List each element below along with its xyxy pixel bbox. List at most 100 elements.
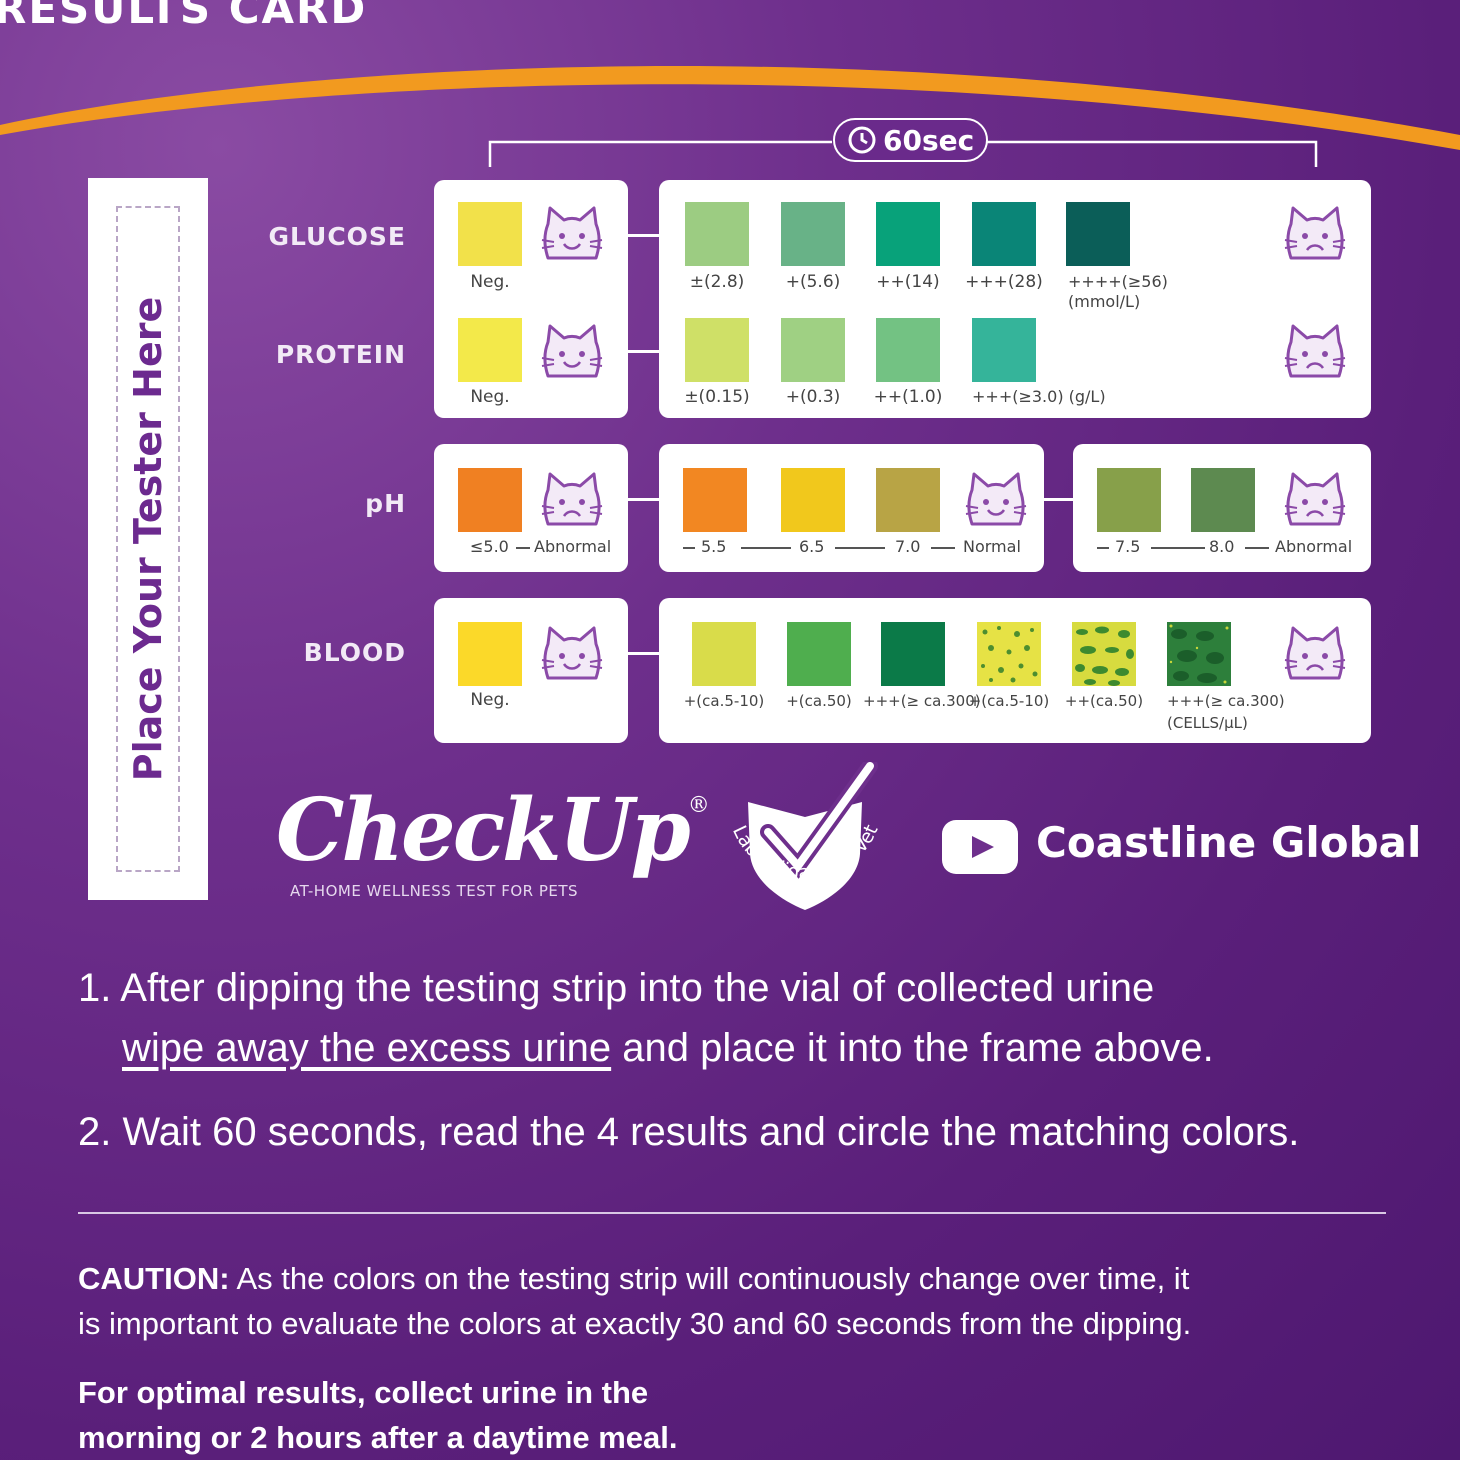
blood-pos-card: +(ca.5-10) +(ca.50) +++(≥ ca.300) +(ca.5… <box>659 598 1371 743</box>
lab-validated-seal-icon: Lab Validated & Vet Approved <box>710 762 885 910</box>
checkup-logo: CheckUp® <box>276 780 710 881</box>
timer-badge: 60sec <box>833 118 989 162</box>
glucose-swatch-5 <box>1066 202 1130 266</box>
instruction-step-1-line-2: wipe away the excess urine and place it … <box>122 1026 1214 1071</box>
ph-line <box>683 547 695 549</box>
ph-line <box>1245 547 1269 549</box>
blood-spotted-swatch-2 <box>1072 622 1136 686</box>
tester-frame: Place Your Tester Here <box>88 178 208 900</box>
ph-line <box>835 547 885 549</box>
blood-swatch-3 <box>881 622 945 686</box>
ph-value: 6.5 <box>799 537 825 556</box>
ph-low-swatch <box>458 468 522 532</box>
blood-level-label: +(ca.50) <box>786 692 852 710</box>
sad-cat-icon <box>1283 324 1347 380</box>
ph-line <box>931 547 955 549</box>
ph-line <box>741 547 791 549</box>
connector <box>628 652 660 655</box>
glucose-level-label: +++(28) <box>965 272 1043 292</box>
glucose-level-label: +(5.6) <box>785 272 841 292</box>
glucose-protein-neg-card: Neg. Neg. <box>434 180 628 418</box>
ph-swatch-5.5 <box>683 468 747 532</box>
optimal-tip: For optimal results, collect urine in th… <box>78 1370 678 1460</box>
happy-cat-icon <box>540 626 604 682</box>
caution-line-1: As the colors on the testing strip will … <box>229 1261 1190 1296</box>
timer-bracket <box>488 140 1318 167</box>
happy-cat-icon <box>964 472 1028 528</box>
checkup-tagline: AT-HOME WELLNESS TEST FOR PETS <box>290 882 579 900</box>
protein-neg-label: Neg. <box>470 387 510 407</box>
caution-label: CAUTION: <box>78 1261 230 1296</box>
ph-line <box>1151 547 1205 549</box>
glucose-swatch-1 <box>685 202 749 266</box>
instruction-step-2: 2. Wait 60 seconds, read the 4 results a… <box>78 1110 1300 1154</box>
blood-level-label: +++(≥ ca.300) <box>863 692 981 710</box>
protein-level-label: +++(≥3.0) (g/L) <box>972 387 1106 406</box>
blood-neg-label: Neg. <box>470 690 510 710</box>
ph-low-abnormal-label: Abnormal <box>534 537 612 556</box>
checkup-logo-text: CheckUp <box>276 780 691 881</box>
protein-swatch-2 <box>781 318 845 382</box>
ph-swatch-8.0 <box>1191 468 1255 532</box>
connector <box>628 498 660 501</box>
orange-swoosh <box>0 66 1460 150</box>
clock-icon <box>848 126 876 154</box>
ph-value: 7.0 <box>895 537 921 556</box>
glucose-neg-swatch <box>458 202 522 266</box>
company-name: Coastline Global <box>1036 818 1422 867</box>
divider <box>78 1212 1386 1214</box>
blood-swatch-1 <box>692 622 756 686</box>
optimal-line-2: morning or 2 hours after a daytime meal. <box>78 1420 678 1455</box>
happy-cat-icon <box>540 206 604 262</box>
registered-mark: ® <box>687 793 710 818</box>
protein-level-label: +(0.3) <box>785 387 841 407</box>
ph-value: 8.0 <box>1209 537 1235 556</box>
ph-swatch-7.0 <box>876 468 940 532</box>
instruction-step-1-rest: and place it into the frame above. <box>611 1026 1214 1070</box>
protein-level-label: ++(1.0) <box>873 387 943 407</box>
glucose-level-label: ++(14) <box>876 272 940 292</box>
protein-swatch-4 <box>972 318 1036 382</box>
protein-swatch-1 <box>685 318 749 382</box>
row-label-ph: pH <box>365 489 406 518</box>
youtube-play-icon <box>942 820 1018 874</box>
blood-neg-swatch <box>458 622 522 686</box>
instruction-step-1-line-1: 1. After dipping the testing strip into … <box>78 966 1155 1010</box>
ph-low-card: ≤5.0 Abnormal <box>434 444 628 572</box>
glucose-level-label: ±(2.8) <box>689 272 745 292</box>
glucose-neg-label: Neg. <box>470 272 510 292</box>
protein-swatch-3 <box>876 318 940 382</box>
card-title: RESULTS CARD <box>0 0 368 33</box>
row-label-blood: BLOOD <box>303 638 406 667</box>
ph-line <box>516 547 530 549</box>
blood-spotted-swatch-3 <box>1167 622 1231 686</box>
tester-dashed-outline <box>116 206 180 872</box>
connector <box>628 234 660 237</box>
glucose-swatch-2 <box>781 202 845 266</box>
sad-cat-icon <box>1283 626 1347 682</box>
ph-high-card: 7.5 8.0 Abnormal <box>1073 444 1371 572</box>
timer-label: 60sec <box>883 123 975 157</box>
glucose-swatch-3 <box>876 202 940 266</box>
happy-cat-icon <box>540 324 604 380</box>
ph-swatch-7.5 <box>1097 468 1161 532</box>
optimal-line-1: For optimal results, collect urine in th… <box>78 1375 649 1410</box>
ph-value: 7.5 <box>1115 537 1141 556</box>
connector <box>628 350 660 353</box>
protein-neg-swatch <box>458 318 522 382</box>
glucose-level-label: ++++(≥56) <box>1068 272 1168 291</box>
protein-level-label: ±(0.15) <box>684 387 750 407</box>
ph-swatch-6.5 <box>781 468 845 532</box>
blood-level-label: ++(ca.50) <box>1064 692 1144 710</box>
sad-cat-icon <box>1283 206 1347 262</box>
blood-level-label: +(ca.5-10) <box>968 692 1050 710</box>
blood-spotted-swatch-1 <box>977 622 1041 686</box>
ph-high-abnormal-label: Abnormal <box>1275 537 1353 556</box>
sad-cat-icon <box>540 472 604 528</box>
caution-text: CAUTION: As the colors on the testing st… <box>78 1256 1408 1346</box>
ph-normal-card: 5.5 6.5 7.0 Normal <box>659 444 1044 572</box>
connector <box>1044 498 1074 501</box>
ph-low-value: ≤5.0 <box>470 537 509 556</box>
sad-cat-icon <box>1283 472 1347 528</box>
row-label-protein: PROTEIN <box>275 340 406 369</box>
